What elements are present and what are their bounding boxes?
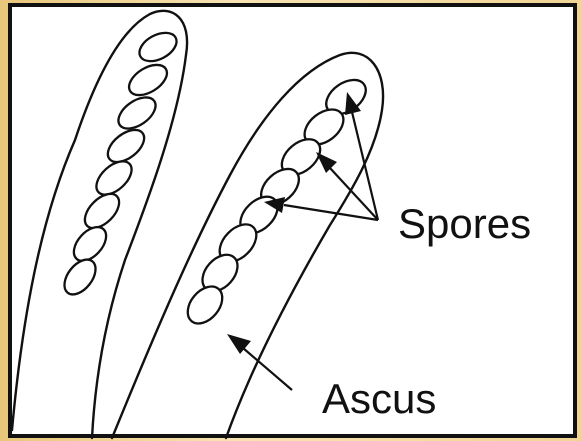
spore	[135, 27, 182, 67]
ascus-pointer	[227, 334, 292, 390]
spores-pointer-line	[352, 112, 378, 220]
spores-arrowhead	[316, 152, 337, 173]
spore	[58, 254, 102, 300]
spore	[124, 59, 172, 102]
left-ascus-spores	[58, 27, 181, 300]
spore	[113, 91, 161, 135]
ascus-pointer-line	[243, 348, 292, 390]
spores-pointer-line	[284, 205, 378, 220]
spores-label: Spores	[398, 200, 531, 247]
ascus-label: Ascus	[322, 375, 436, 422]
